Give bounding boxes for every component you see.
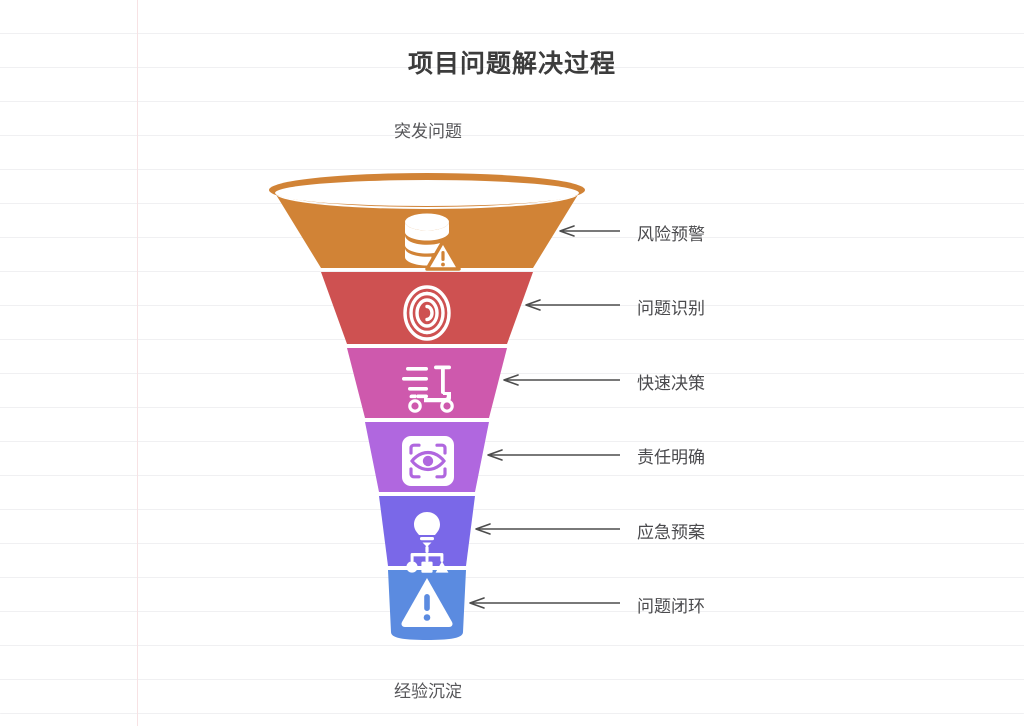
stage-label-3: 快速决策 bbox=[637, 374, 705, 393]
funnel-rim-inner bbox=[275, 180, 579, 206]
stage-label-5: 应急预案 bbox=[637, 523, 705, 542]
stage-label-4: 责任明确 bbox=[637, 448, 705, 467]
callout-arrow-3 bbox=[503, 374, 620, 386]
scooter-icon bbox=[402, 365, 454, 413]
callout-arrows bbox=[469, 225, 620, 609]
funnel-bottom-cap-label: 经验沉淀 bbox=[394, 682, 462, 701]
warning-triangle-icon bbox=[401, 578, 453, 627]
stage-label-1: 风险预警 bbox=[637, 225, 705, 244]
callout-arrow-4 bbox=[487, 449, 620, 461]
stage-label-2: 问题识别 bbox=[637, 299, 705, 318]
hierarchy-bulb-icon bbox=[406, 512, 449, 573]
callout-arrow-6 bbox=[469, 597, 620, 609]
funnel-icons bbox=[401, 213, 461, 627]
funnel-band-3[interactable] bbox=[347, 348, 507, 418]
callout-arrow-2 bbox=[525, 299, 620, 311]
callout-arrow-1 bbox=[559, 225, 620, 237]
fingerprint-icon bbox=[403, 285, 451, 341]
callout-arrow-5 bbox=[475, 523, 620, 535]
page-title: 项目问题解决过程 bbox=[407, 50, 616, 78]
eye-scan-icon bbox=[402, 436, 454, 486]
database-warning-icon bbox=[405, 213, 461, 271]
stage-label-6: 问题闭环 bbox=[637, 597, 705, 616]
funnel-top-cap-label: 突发问题 bbox=[394, 122, 462, 141]
